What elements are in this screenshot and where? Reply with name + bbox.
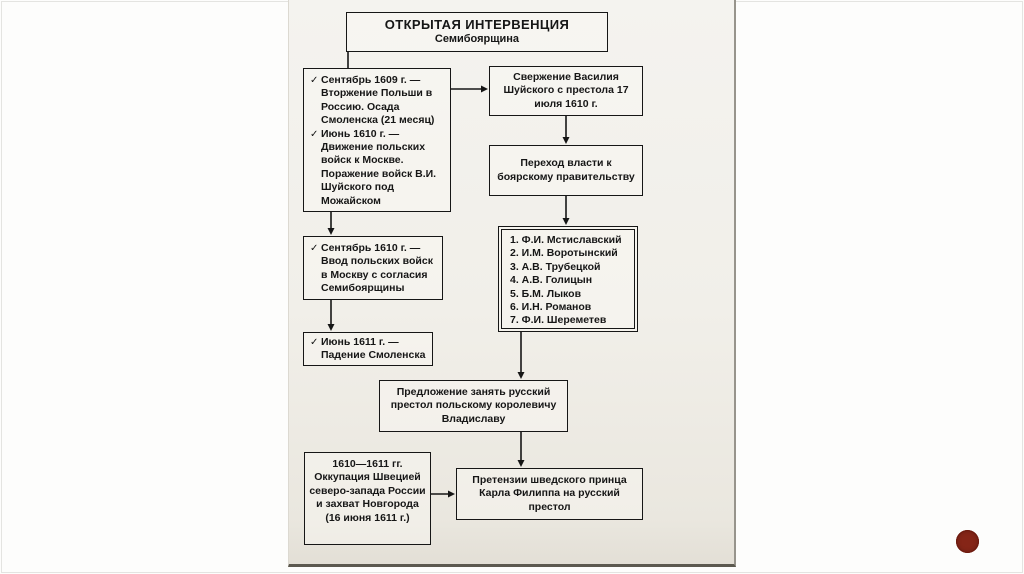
boyar-item: 1. Ф.И. Мстиславский [510,234,622,246]
power-transfer-box: Переход власти к боярскому правительству [489,145,643,196]
box-text: Оккупация Швецией северо-запада России и… [309,471,426,524]
boyar-item: 6. И.Н. Романов [510,301,592,314]
karl-philip-claims-box: Претензии шведского принца Карла Филиппа… [456,468,643,520]
check-icon: ✓ [310,337,319,348]
title-box: ОТКРЫТАЯ ИНТЕРВЕНЦИЯ Семибоярщина [346,12,608,52]
item-text: Июнь 1611 г. — Падение Смоленска [321,336,426,362]
boyars-list: 1. Ф.И. Мстиславский 2. И.М. Воротынский… [501,229,635,329]
diagram-title: ОТКРЫТАЯ ИНТЕРВЕНЦИЯ [384,17,570,32]
boyar-item: 3. А.В. Трубецкой [510,260,601,273]
connector-arrows [327,52,570,498]
box-text: Претензии шведского принца Карла Филиппа… [472,473,627,513]
list-item: ✓ Июнь 1611 г. — Падение Смоленска [310,336,428,363]
diagram-subtitle: Семибоярщина [434,33,520,46]
list-item: ✓ Июнь 1610 г. — Движение польских войск… [310,128,446,208]
boyar-item: 5. Б.М. Лыков [510,287,582,300]
boyar-item: 4. А.В. Голицын [510,274,593,287]
scanned-diagram: ОТКРЫТАЯ ИНТЕРВЕНЦИЯ Семибоярщина ✓ Сент… [288,0,736,567]
item-text: Сентябрь 1610 г. — Ввод польских войск в… [321,242,433,295]
check-icon: ✓ [310,128,319,140]
box-text: Свержение Василия Шуйского с престола 17… [503,70,629,110]
list-item: ✓ Сентябрь 1610 г. — Ввод польских войск… [310,242,438,296]
polish-troops-moscow-box: ✓ Сентябрь 1610 г. — Ввод польских войск… [303,236,443,300]
box-text: Переход власти к боярскому правительству [497,157,635,183]
smolensk-fall-box: ✓ Июнь 1611 г. — Падение Смоленска [303,332,433,366]
polish-invasion-box: ✓ Сентябрь 1609 г. — Вторжение Польши в … [303,68,451,212]
item-text: Июнь 1610 г. — Движение польских войск к… [321,127,437,207]
shuisky-deposition-box: Свержение Василия Шуйского с престола 17… [489,66,643,116]
vladislav-offer-box: Предложение занять русский престол польс… [379,380,568,432]
box-heading: 1610—1611 гг. [332,458,403,470]
check-icon: ✓ [310,243,319,254]
site-logo-dot [956,530,979,553]
boyar-item: 7. Ф.И. Шереметев [510,314,607,327]
swedish-occupation-box: 1610—1611 гг. Оккупация Швецией северо-з… [304,452,431,545]
boyar-item: 2. И.М. Воротынский [510,247,618,260]
item-text: Сентябрь 1609 г. — Вторжение Польши в Ро… [321,74,435,127]
list-item: ✓ Сентябрь 1609 г. — Вторжение Польши в … [310,74,446,128]
box-text: Предложение занять русский престол польс… [390,385,557,425]
boyars-list-box: 1. Ф.И. Мстиславский 2. И.М. Воротынский… [498,226,638,332]
check-icon: ✓ [310,75,319,86]
